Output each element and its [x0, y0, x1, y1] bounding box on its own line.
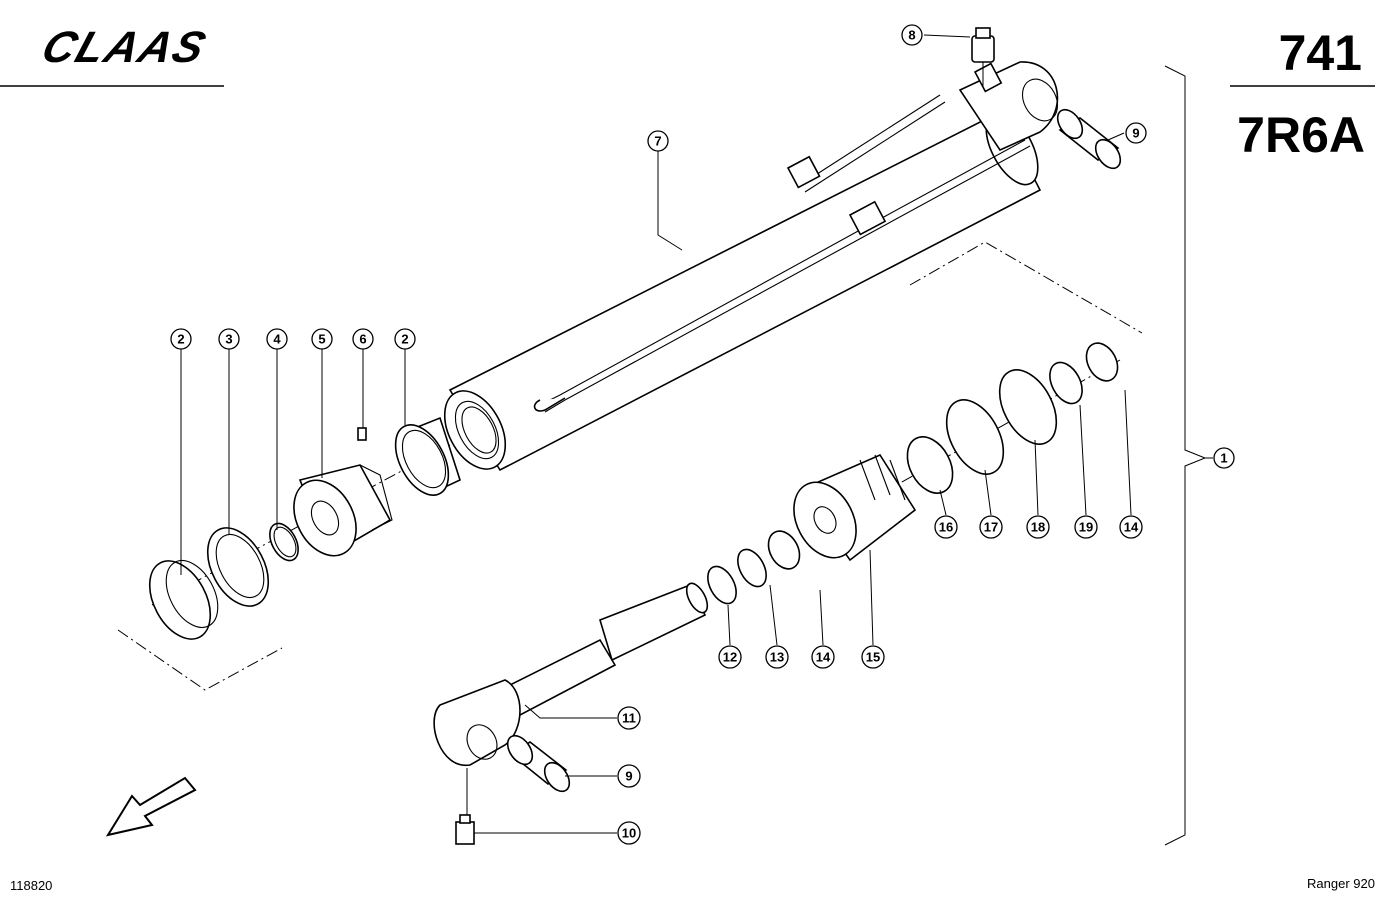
svg-text:2: 2	[401, 332, 408, 347]
callout-4: 4	[266, 328, 288, 350]
svg-text:15: 15	[866, 650, 880, 665]
pipe-block	[786, 155, 821, 189]
svg-text:9: 9	[625, 769, 632, 784]
seal-18	[998, 369, 1058, 445]
svg-text:18: 18	[1031, 520, 1045, 535]
seal-ring-3	[206, 527, 270, 607]
bushing-top	[1056, 108, 1122, 170]
o-ring-17	[945, 399, 1005, 475]
callout-9-bottom: 9	[617, 764, 641, 788]
wiper-ring-left	[148, 560, 219, 640]
svg-text:8: 8	[908, 28, 915, 43]
bushing-bottom	[506, 734, 571, 793]
ring-13	[737, 548, 767, 588]
callout-13: 13	[765, 645, 789, 669]
svg-text:4: 4	[273, 332, 281, 347]
svg-text:16: 16	[939, 520, 953, 535]
hydraulic-pipe-upper	[799, 94, 941, 186]
guide-bush-5	[293, 464, 393, 557]
callout-6: 6	[352, 328, 374, 350]
svg-text:19: 19	[1079, 520, 1093, 535]
seal-ring-2-right	[394, 416, 461, 496]
assembly-bracket	[1164, 65, 1207, 846]
svg-text:17: 17	[984, 520, 998, 535]
callout-15: 15	[861, 645, 885, 669]
callout-8: 8	[901, 24, 923, 46]
callout-17: 17	[979, 515, 1003, 539]
guide-ring-14-lower	[767, 530, 801, 570]
svg-text:1: 1	[1220, 451, 1227, 466]
grease-nipple-bottom	[455, 814, 475, 845]
callout-9-top: 9	[1125, 122, 1147, 144]
svg-text:5: 5	[318, 332, 325, 347]
guide-ring-14-upper	[1085, 342, 1119, 382]
cylinder-tube	[443, 61, 1059, 472]
callout-2-left: 2	[170, 328, 192, 350]
o-ring-4	[269, 522, 299, 562]
pipe-elbow	[533, 397, 566, 412]
svg-text:6: 6	[359, 332, 366, 347]
drawing-number: 118820	[10, 878, 52, 893]
svg-text:7: 7	[654, 134, 661, 149]
svg-text:2: 2	[177, 332, 184, 347]
callout-18: 18	[1026, 515, 1050, 539]
axis-line-upper	[151, 444, 451, 606]
model-name: Ranger 920	[1307, 876, 1375, 891]
callout-16: 16	[934, 515, 958, 539]
callout-5: 5	[311, 328, 333, 350]
callout-12: 12	[718, 645, 742, 669]
pipe-clamp	[848, 200, 887, 236]
alignment-line-right	[909, 241, 1143, 334]
svg-text:3: 3	[225, 332, 232, 347]
hydraulic-pipe-upper-edge	[804, 101, 946, 193]
callout-14-lower: 14	[811, 645, 835, 669]
callout-7: 7	[647, 130, 669, 152]
callout-11: 11	[617, 706, 641, 730]
callout-14-upper: 14	[1119, 515, 1143, 539]
piston-15	[793, 453, 917, 562]
callout-2-right: 2	[394, 328, 416, 350]
svg-text:14: 14	[816, 650, 831, 665]
group-code: 7R6A	[1237, 107, 1365, 163]
brand-logo: CLAAS	[36, 22, 214, 72]
svg-text:13: 13	[770, 650, 784, 665]
brand-logo-text: CLAAS	[36, 22, 214, 72]
callout-10: 10	[617, 821, 641, 845]
piston-rod	[433, 582, 709, 820]
set-screw-6	[357, 427, 367, 441]
hydraulic-pipe-lower-edge	[544, 145, 1031, 413]
svg-text:9: 9	[1132, 126, 1139, 141]
grease-nipple-top	[971, 27, 995, 88]
leader-lines	[180, 34, 1213, 834]
callout-3: 3	[218, 328, 240, 350]
ring-19	[1049, 361, 1083, 405]
svg-text:14: 14	[1124, 520, 1139, 535]
washer-16	[906, 436, 954, 494]
svg-text:11: 11	[622, 711, 636, 726]
callout-19: 19	[1074, 515, 1098, 539]
o-ring-12	[707, 565, 737, 605]
svg-text:12: 12	[723, 650, 737, 665]
svg-text:10: 10	[622, 826, 636, 841]
sheet-number: 741	[1279, 25, 1362, 81]
callout-1: 1	[1213, 447, 1235, 469]
alignment-line-left	[117, 629, 283, 691]
direction-arrow-icon	[105, 776, 197, 837]
